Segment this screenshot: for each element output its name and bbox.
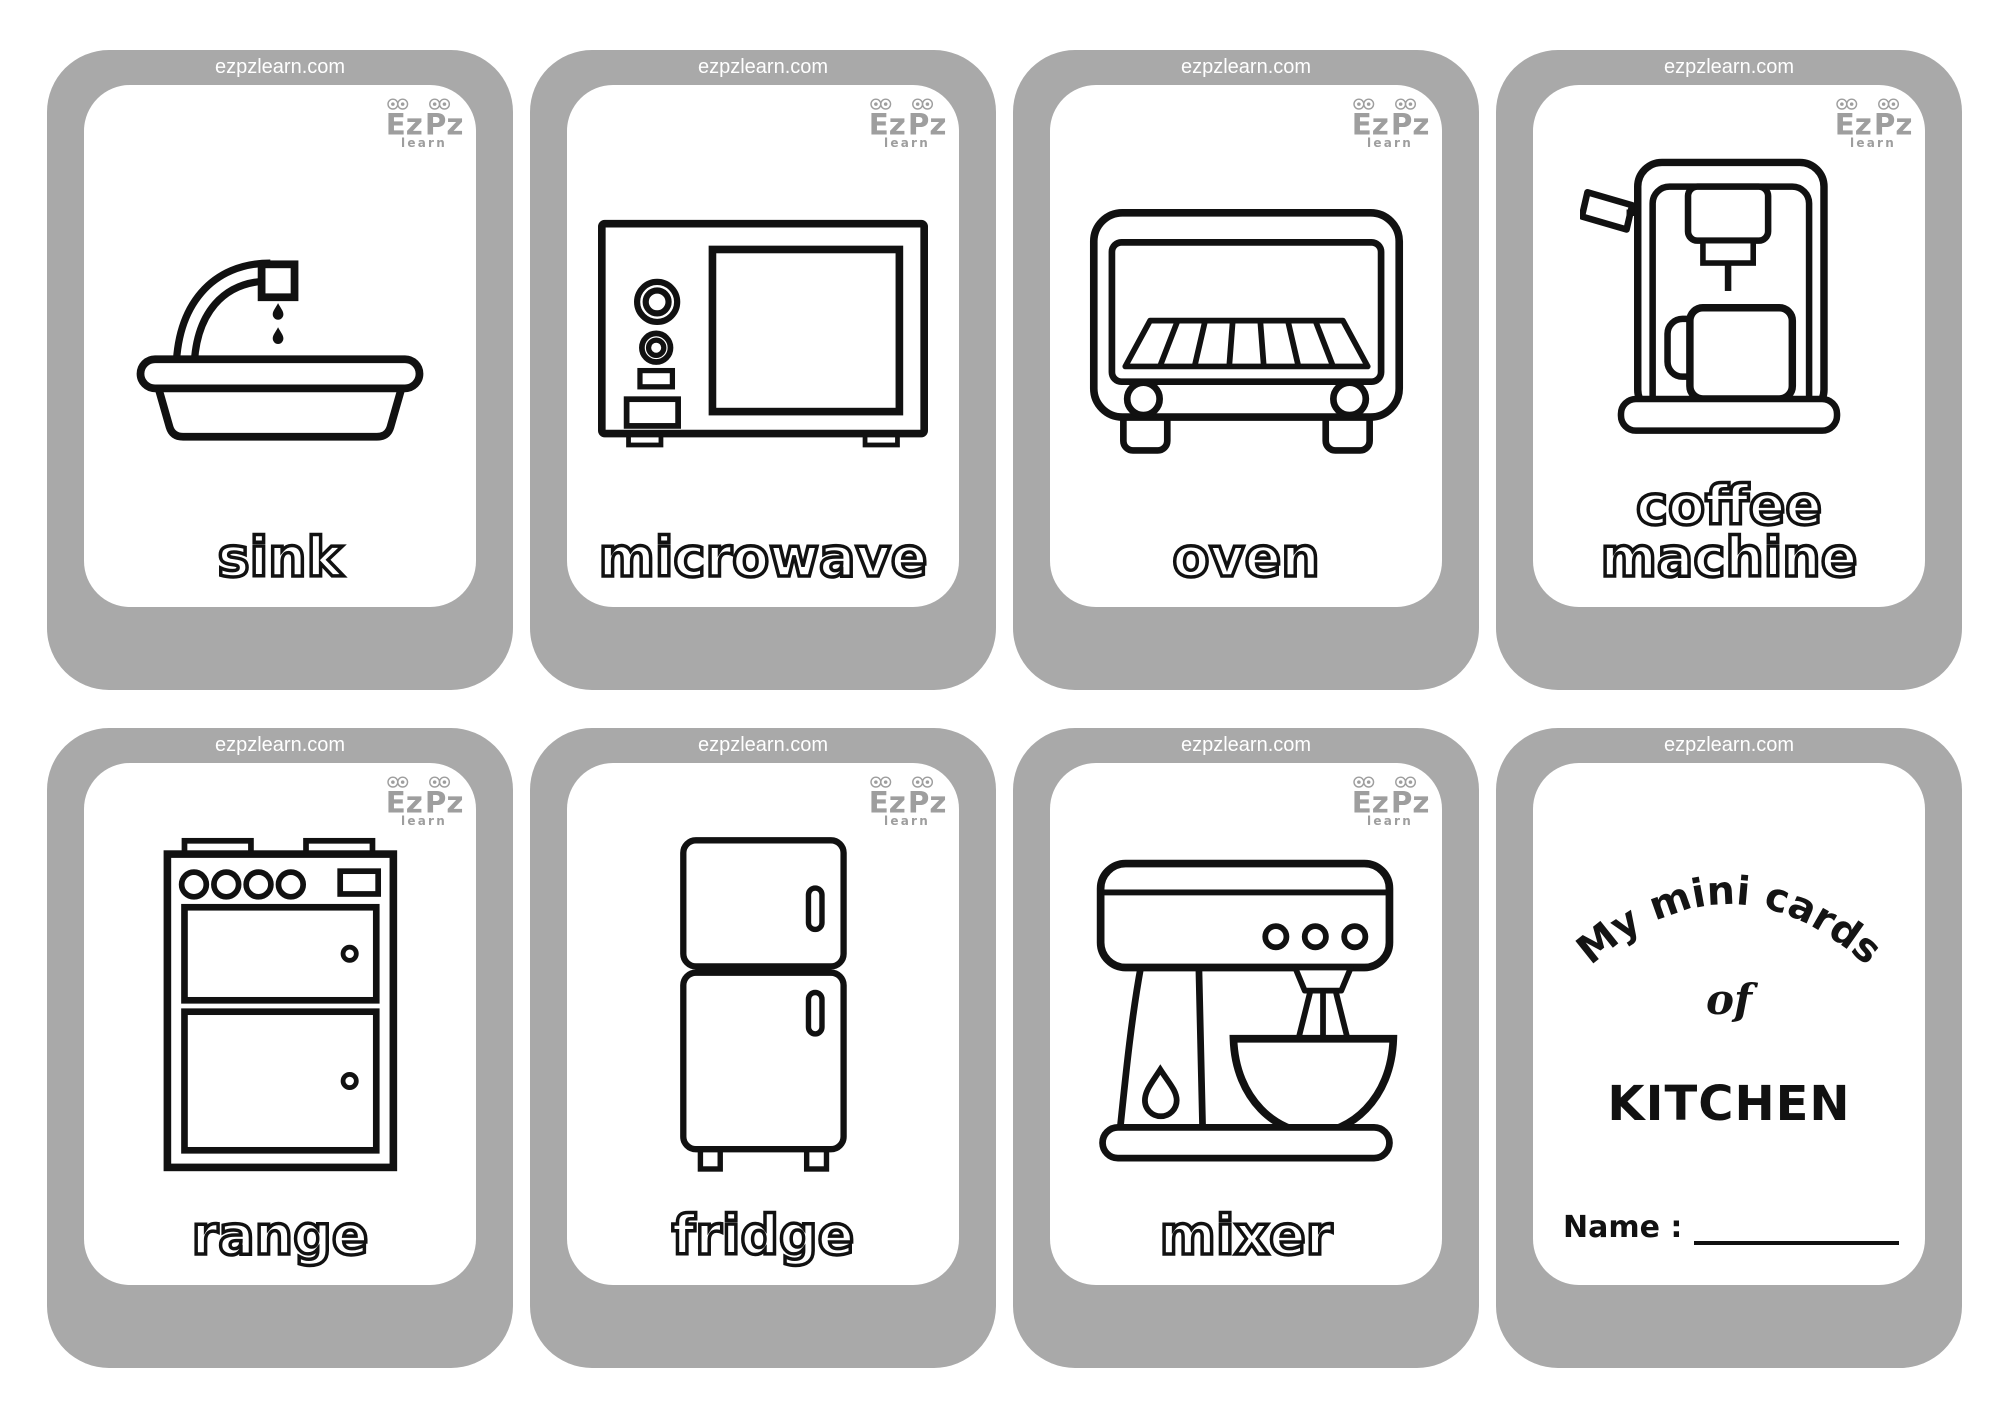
flashcard-sink: ezpzlearn.com Ez Pz learn (47, 50, 513, 690)
card-label: oven (1171, 525, 1322, 589)
svg-text:Ez: Ez (869, 785, 906, 819)
svg-text:Ez: Ez (386, 107, 423, 141)
svg-text:Pz: Pz (1391, 785, 1430, 819)
sink-illustration (84, 85, 476, 532)
svg-text:learn: learn (1850, 136, 1896, 149)
coffee-machine-drawing (1580, 158, 1841, 434)
card-label: microwave (597, 525, 929, 589)
card-face: Ez Pz learn (1050, 763, 1442, 1285)
card-label: fridge (670, 1203, 856, 1267)
card-face: Ez Pz learn sink (84, 85, 476, 607)
fridge-drawing (679, 837, 847, 1173)
ezpz-logo-graphic: Ez Pz learn (1352, 98, 1430, 150)
svg-text:learn: learn (884, 814, 930, 827)
ezpz-logo-graphic: Ez Pz learn (1835, 98, 1913, 150)
title-of: of (1705, 975, 1753, 1024)
ezpz-logo: Ez Pz learn (1350, 771, 1430, 828)
card-label: range (190, 1203, 370, 1267)
arched-title: My mini cards (1568, 868, 1890, 974)
ezpz-logo: Ez Pz learn (1833, 93, 1913, 150)
name-label: Name : (1563, 1210, 1683, 1245)
flashcard-oven: ezpzlearn.com Ez Pz learn (1013, 50, 1479, 690)
svg-text:learn: learn (1367, 814, 1413, 827)
flashcard-microwave: ezpzlearn.com Ez Pz learn (530, 50, 996, 690)
card-label: mixer (1158, 1203, 1334, 1267)
svg-text:Ez: Ez (1835, 107, 1872, 141)
svg-text:Pz: Pz (1391, 107, 1430, 141)
sink-drawing (136, 259, 424, 441)
mixer-drawing (1096, 860, 1398, 1162)
ezpz-logo: Ez Pz learn (867, 771, 947, 828)
site-url: ezpzlearn.com (697, 56, 829, 78)
svg-text:Ez: Ez (386, 785, 423, 819)
ezpz-logo-graphic: Ez Pz learn (869, 776, 947, 828)
card-label: coffee machine (1599, 474, 1859, 589)
svg-text:Pz: Pz (908, 107, 947, 141)
card-face: Ez Pz learn (84, 763, 476, 1285)
site-url: ezpzlearn.com (697, 734, 829, 756)
ezpz-logo: Ez Pz learn (867, 93, 947, 150)
ezpz-logo-graphic: Ez Pz learn (1352, 776, 1430, 828)
svg-text:learn: learn (401, 814, 447, 827)
svg-text:Ez: Ez (1352, 107, 1389, 141)
ezpz-logo-graphic: Ez Pz learn (386, 776, 464, 828)
title-card: ezpzlearn.com My mini cards of KITCHEN N… (1496, 728, 1962, 1368)
microwave-illustration (567, 85, 959, 532)
site-url: ezpzlearn.com (1180, 734, 1312, 756)
svg-text:My mini cards: My mini cards (1568, 868, 1890, 974)
microwave-drawing (598, 219, 928, 448)
svg-text:Pz: Pz (425, 107, 464, 141)
site-url: ezpzlearn.com (1663, 56, 1795, 78)
svg-text:Ez: Ez (1352, 785, 1389, 819)
fridge-illustration (567, 763, 959, 1210)
oven-illustration (1050, 85, 1442, 532)
svg-text:learn: learn (401, 136, 447, 149)
site-url: ezpzlearn.com (214, 56, 346, 78)
ezpz-logo-graphic: Ez Pz learn (869, 98, 947, 150)
oven-drawing (1089, 209, 1403, 455)
range-illustration (84, 763, 476, 1210)
svg-text:learn: learn (884, 136, 930, 149)
site-url: ezpzlearn.com (214, 734, 346, 756)
range-drawing (163, 838, 397, 1172)
ezpz-logo: Ez Pz learn (1350, 93, 1430, 150)
site-url: ezpzlearn.com (1180, 56, 1312, 78)
svg-text:learn: learn (1367, 136, 1413, 149)
ezpz-logo: Ez Pz learn (384, 93, 464, 150)
card-face: Ez Pz learn micr (567, 85, 959, 607)
card-face: Ez Pz learn fridge (567, 763, 959, 1285)
card-label: sink (216, 525, 345, 589)
title-subject: KITCHEN (1607, 1076, 1851, 1132)
card-face: Ez Pz learn (1050, 85, 1442, 607)
card-face: My mini cards of KITCHEN Name : (1533, 763, 1925, 1285)
coffee-machine-illustration (1533, 85, 1925, 480)
ezpz-logo: Ez Pz learn (384, 771, 464, 828)
mixer-illustration (1050, 763, 1442, 1210)
card-face: Ez Pz learn coff (1533, 85, 1925, 607)
name-blank-line (1694, 1211, 1899, 1245)
ezpz-logo-graphic: Ez Pz learn (386, 98, 464, 150)
flashcard-coffee-machine: ezpzlearn.com Ez Pz learn (1496, 50, 1962, 690)
flashcard-range: ezpzlearn.com Ez Pz learn (47, 728, 513, 1368)
flashcard-mixer: ezpzlearn.com Ez Pz learn (1013, 728, 1479, 1368)
flashcard-fridge: ezpzlearn.com Ez Pz learn (530, 728, 996, 1368)
flashcard-sheet: ezpzlearn.com Ez Pz learn (47, 50, 1962, 1368)
svg-text:Pz: Pz (425, 785, 464, 819)
svg-text:Ez: Ez (869, 107, 906, 141)
site-url: ezpzlearn.com (1663, 734, 1795, 756)
svg-text:Pz: Pz (908, 785, 947, 819)
svg-text:Pz: Pz (1874, 107, 1913, 141)
name-row: Name : (1533, 1210, 1925, 1245)
